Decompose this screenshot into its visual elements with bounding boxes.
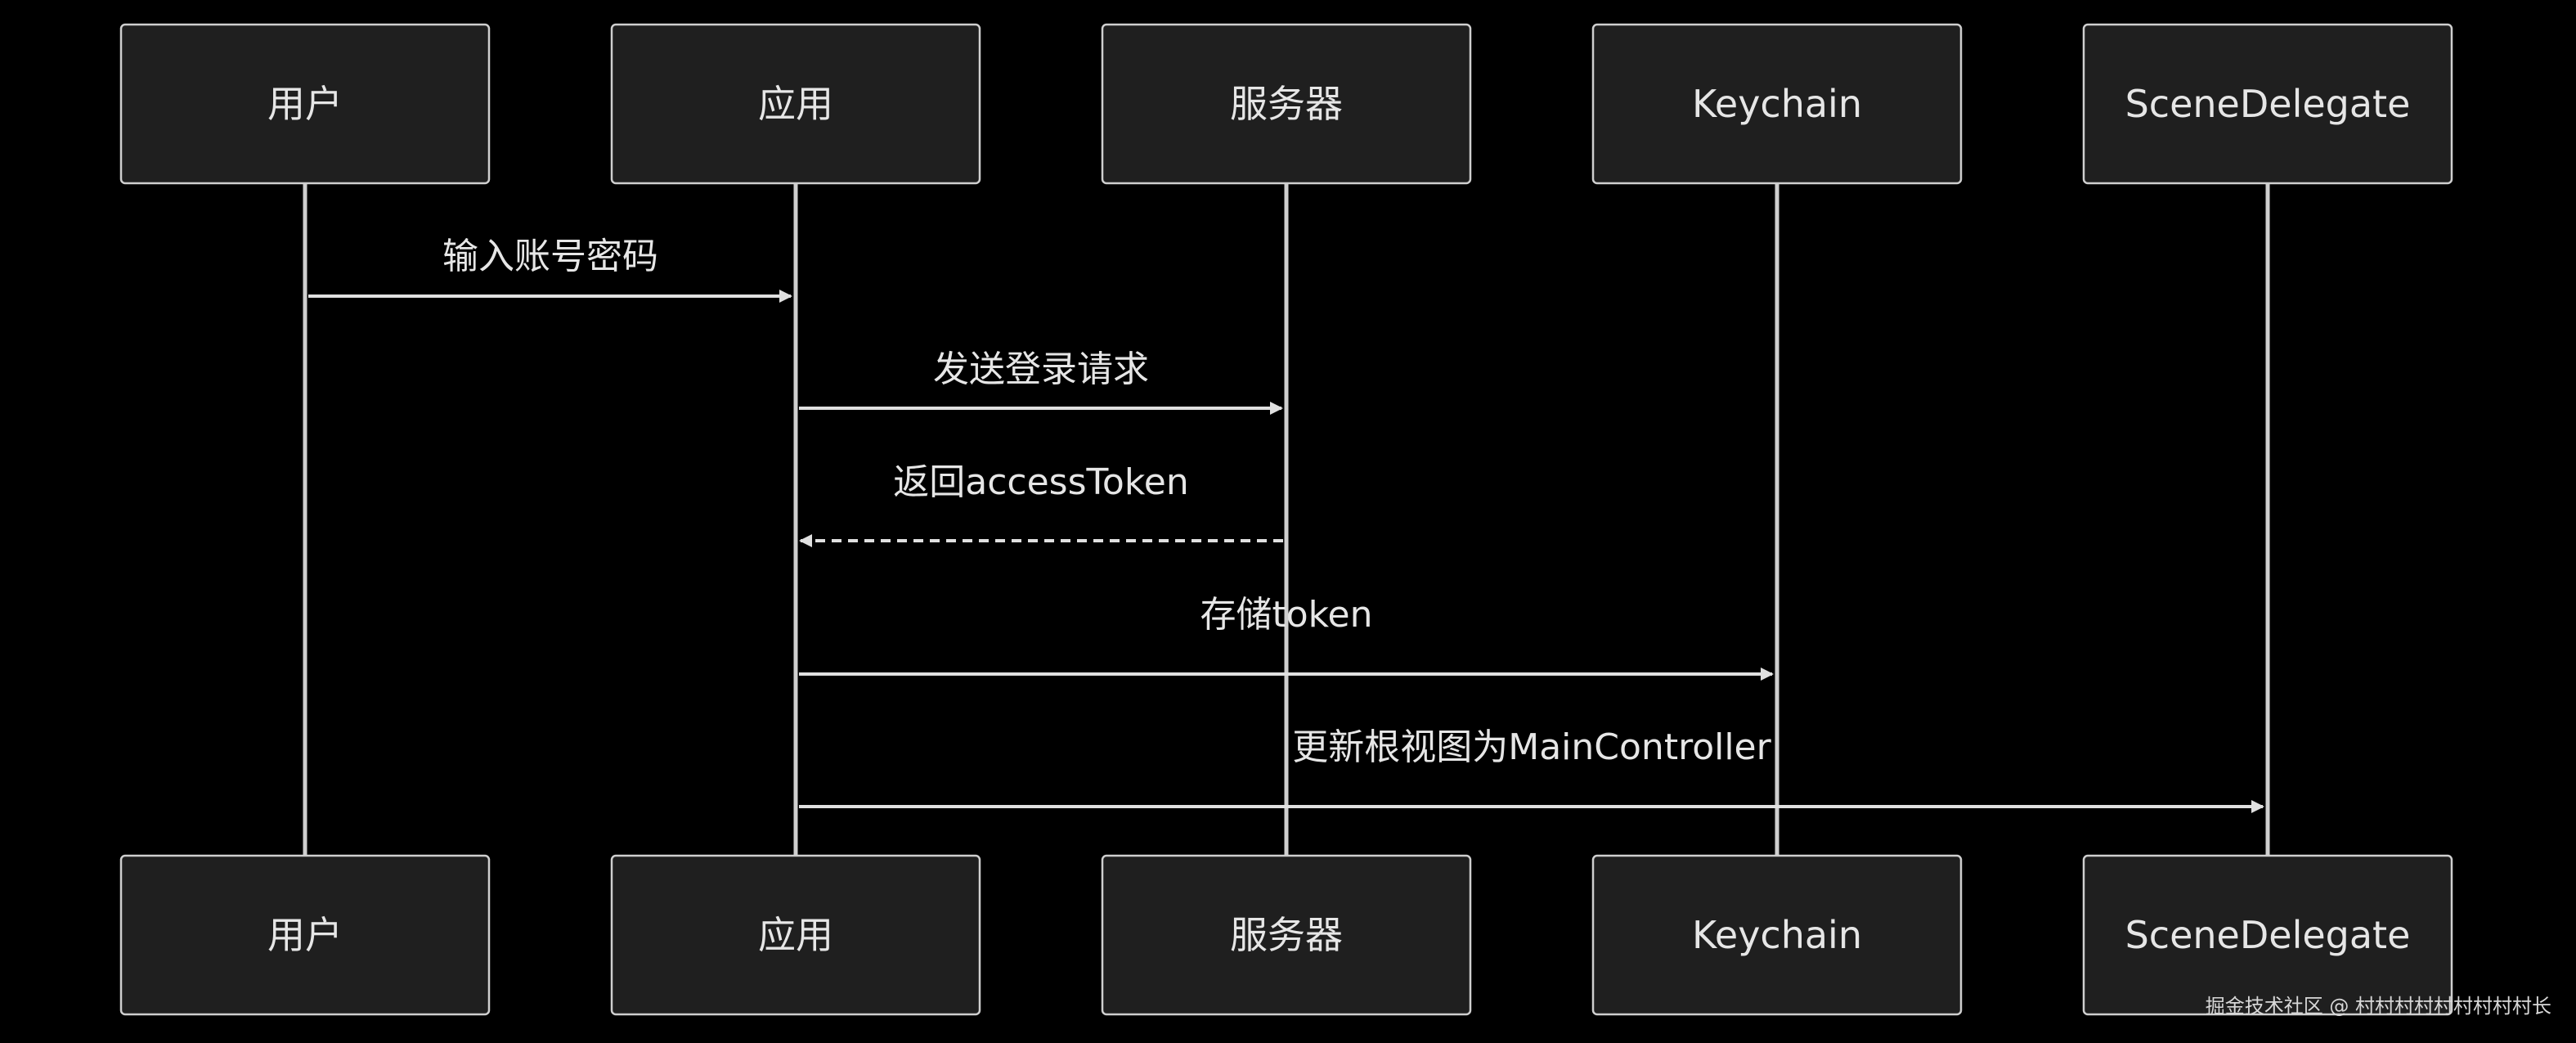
actor-scene-top: SceneDelegate [2082, 23, 2453, 185]
actor-server-top: 服务器 [1101, 23, 1472, 185]
message-label-4: 存储token [1200, 594, 1372, 636]
actor-keychain-top: Keychain [1591, 23, 1963, 185]
actor-box [119, 23, 491, 185]
message-label-1: 输入账号密码 [442, 236, 658, 277]
actor-box [119, 854, 491, 1016]
message-label-5: 更新根视图为MainController [1292, 726, 1771, 768]
actor-app-bottom: 应用 [610, 854, 981, 1016]
actor-label: 用户 [267, 82, 343, 126]
actor-keychain-bottom: Keychain [1591, 854, 1963, 1016]
lifelines [303, 183, 2270, 856]
actor-label: 用户 [267, 913, 343, 957]
actor-box [1101, 23, 1472, 185]
actors-bottom: 用户 应用 服务器 Keychain SceneDelegate [119, 854, 2453, 1016]
actor-label: 服务器 [1230, 913, 1343, 957]
actor-box [610, 23, 981, 185]
actor-label: SceneDelegate [2125, 913, 2411, 957]
actor-box [2082, 23, 2453, 185]
message-label-3: 返回accessToken [893, 461, 1188, 503]
watermark: 掘金技术社区 @ 村村村村村村村村村长 [2205, 995, 2551, 1018]
actor-box [2082, 854, 2453, 1016]
actor-label: Keychain [1692, 913, 1862, 957]
actor-app-top: 应用 [610, 23, 981, 185]
actor-box [610, 854, 981, 1016]
actor-label: SceneDelegate [2125, 82, 2411, 126]
actor-label: Keychain [1692, 82, 1862, 126]
actor-user-bottom: 用户 [119, 854, 491, 1016]
actor-server-bottom: 服务器 [1101, 854, 1472, 1016]
actor-box [1591, 854, 1963, 1016]
actor-label: 应用 [758, 913, 833, 957]
actors-top: 用户 应用 服务器 Keychain SceneDelegate [119, 23, 2453, 185]
actor-user-top: 用户 [119, 23, 491, 185]
actor-label: 应用 [758, 82, 833, 126]
actor-label: 服务器 [1230, 82, 1343, 126]
message-label-2: 发送登录请求 [933, 348, 1149, 390]
actor-scene-bottom: SceneDelegate [2082, 854, 2453, 1016]
actor-box [1591, 23, 1963, 185]
actor-box [1101, 854, 1472, 1016]
